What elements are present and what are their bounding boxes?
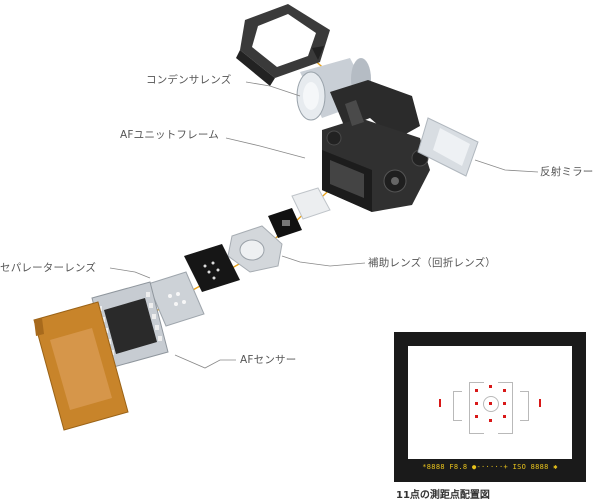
reflex-mirror-part <box>417 117 479 177</box>
sensor-circuit-board-part <box>33 301 129 431</box>
leader-auxiliary <box>281 255 366 267</box>
af-point-top <box>489 385 492 388</box>
auxiliary-lens-part <box>227 225 283 273</box>
leader-mirror <box>474 159 539 173</box>
af-point-far-left <box>439 399 441 407</box>
glass-plate-part <box>291 187 331 220</box>
separator-lens-part <box>147 271 205 327</box>
viewfinder-status-readout: *8888 F8.8 ●-·····+ ISO 8888 ✱ <box>422 463 558 471</box>
center-right-frame <box>498 382 513 434</box>
separator-mask-part <box>184 244 240 292</box>
label-separator-lens: セパレーターレンズ <box>0 262 97 274</box>
af-unit-frame-part <box>322 80 430 212</box>
leader-sensor <box>174 354 236 369</box>
af-point-bottom <box>489 419 492 422</box>
mask-plate-part <box>268 208 302 238</box>
viewfinder-caption: 11点の測距点配置図 <box>396 490 490 501</box>
leader-condenser <box>245 81 301 97</box>
af-point-upper-left <box>475 389 478 392</box>
viewfinder-screen <box>408 346 572 459</box>
af-point-mid-right <box>503 402 506 405</box>
right-bracket <box>520 391 529 421</box>
leader-af-frame <box>225 137 306 159</box>
af-point-far-right <box>539 399 541 407</box>
label-af-sensor: AFセンサー <box>240 354 297 366</box>
top-frame-part <box>236 4 330 86</box>
left-bracket <box>453 391 462 421</box>
center-left-frame <box>469 382 484 434</box>
center-spot-circle <box>483 396 499 412</box>
af-point-lower-right <box>503 415 506 418</box>
af-point-lower-left <box>475 415 478 418</box>
af-point-upper-right <box>503 389 506 392</box>
leader-lines <box>109 81 539 369</box>
label-condenser-lens: コンデンサレンズ <box>146 74 232 86</box>
label-af-unit-frame: AFユニットフレーム <box>120 129 219 141</box>
label-auxiliary-lens: 補助レンズ（回折レンズ） <box>368 257 496 269</box>
af-point-center <box>489 402 492 405</box>
af-point-mid-left <box>475 402 478 405</box>
label-reflex-mirror: 反射ミラー <box>540 166 594 178</box>
leader-separator <box>109 267 151 279</box>
viewfinder-af-point-map: *8888 F8.8 ●-·····+ ISO 8888 ✱ <box>394 332 586 482</box>
